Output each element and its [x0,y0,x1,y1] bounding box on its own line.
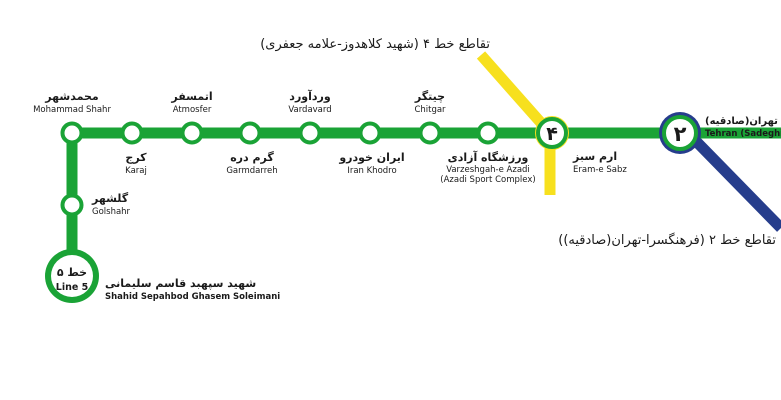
interchange-inner-ring [536,117,568,149]
line-2-transfer-note: تقاطع خط ۲ (فرهنگسرا-تهران(صادقیه)) [558,232,776,248]
station-vardavard-fa: وردآورد [289,89,331,103]
station-eram-en: Eram-e Sabz [573,165,627,175]
station-garmdarreh-en: Garmdarreh [226,166,277,176]
station-irankhodro-marker[interactable] [358,121,382,145]
station-chitgar-marker[interactable] [418,121,442,145]
station-mohammadshahr-en: Mohammad Shahr [33,105,111,115]
station-atmosfer-en: Atmosfer [173,105,212,115]
station-atmosfer-marker[interactable] [180,121,204,145]
station-karaj-fa: کرج [125,151,147,165]
station-tehran-en: Tehran (Sadeghiye [705,129,781,139]
station-chitgar-en: Chitgar [414,105,446,115]
line-4-number: ۴ [546,123,558,145]
station-azadi-fa: ورزشگاه آزادی [448,150,529,164]
station-tehran-interchange[interactable]: ۲ [659,112,701,154]
line-2-segment [684,129,781,232]
line-5-label-fa: خط ۵ [57,266,87,279]
station-chitgar-fa: چیتگر [414,90,445,103]
station-golshahr-en: Golshahr [92,207,131,217]
station-eram-interchange[interactable]: ۴ [535,116,569,150]
station-vardavard-marker[interactable] [298,121,322,145]
station-golshahr-fa: گلشهر [91,192,129,205]
station-tehran-fa: تهران(صادقیه) [705,116,778,127]
station-eram-fa: ارم سبز [572,150,617,163]
station-shahid-soleimani-en: Shahid Sepahbod Ghasem Soleimani [105,292,280,302]
station-shahid-soleimani-fa: شهید سپهبد قاسم سلیمانی [105,277,256,290]
station-mohammadshahr-fa: محمدشهر [44,90,98,103]
station-vardavard-en: Vardavard [288,105,331,115]
line-5-track [66,127,781,272]
terminus-inner-disc [51,255,93,297]
interchange-inner-ring [662,115,698,151]
station-garmdarreh-fa: گرم دره [230,151,274,164]
station-mohammadshahr-marker[interactable] [60,121,84,145]
station-karaj-marker[interactable] [120,121,144,145]
line-2-number: ۲ [674,122,687,146]
station-azadi-en-sub: (Azadi Sport Complex) [440,175,535,185]
line-5-terminus-badge[interactable]: خط ۵ Line 5 [45,249,99,303]
station-karaj-en: Karaj [125,166,147,176]
station-irankhodro-en: Iran Khodro [347,166,396,176]
line-4-transfer-note: تقاطع خط ۴ (شهید کلاهدوز-علامه جعفری) [260,37,490,52]
station-garmdarreh-marker[interactable] [238,121,262,145]
station-golshahr-marker[interactable] [60,193,84,217]
line-5-label-en: Line 5 [56,282,88,293]
station-irankhodro-fa: ایران خودرو [338,151,404,164]
station-azadi-marker[interactable] [476,121,500,145]
station-atmosfer-fa: اتمسفر [170,90,212,103]
station-azadi-en: Varzeshgah-e Azadi [446,165,530,175]
